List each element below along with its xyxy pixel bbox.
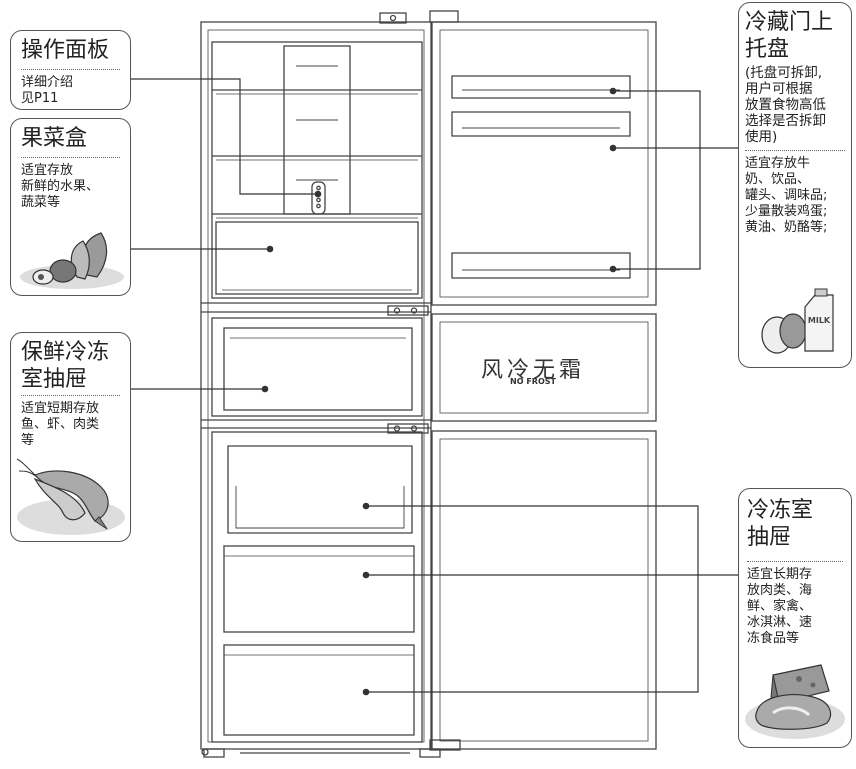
no-frost-logo-cn: 风冷无霜 bbox=[480, 358, 585, 383]
door-shelf bbox=[451, 75, 631, 99]
callout-title: 操作面板 bbox=[21, 38, 110, 63]
callout-door-shelf: 冷藏门上 托盘 (托盘可拆卸, 用户可根据 放置食物高低 选择是否拆卸 使用) … bbox=[738, 2, 852, 368]
freezer-drawer-1 bbox=[227, 445, 413, 534]
callout-fresh-drawer: 保鲜冷冻 室抽屉 适宜短期存放 鱼、虾、肉类 等 bbox=[10, 332, 131, 542]
vegetable-icon bbox=[20, 232, 124, 289]
callout-desc: 适宜长期存 放肉类、海 鲜、家禽、 冰淇淋、速 冻食品等 bbox=[747, 567, 813, 646]
callout-desc: 适宜存放牛 奶、饮品、 罐头、调味品; 少量散装鸡蛋; 黄油、奶酪等; bbox=[745, 156, 828, 235]
fresh-drawer bbox=[223, 327, 413, 411]
door-shelf bbox=[451, 252, 631, 279]
callout-control-panel: 操作面板 详细介绍 见P11 bbox=[10, 30, 131, 110]
door-shelf bbox=[451, 111, 631, 137]
freezer-compartment bbox=[211, 431, 423, 743]
callout-title: 保鲜冷冻 室抽屉 bbox=[21, 340, 110, 392]
callout-desc: 适宜存放 新鲜的水果、 蔬菜等 bbox=[21, 163, 100, 210]
control-panel bbox=[311, 181, 326, 215]
callout-title: 果菜盒 bbox=[21, 126, 88, 151]
freezer-door bbox=[431, 430, 657, 750]
callout-note: (托盘可拆卸, 用户可根据 放置食物高低 选择是否拆卸 使用) bbox=[745, 65, 826, 145]
crisper-drawer bbox=[215, 221, 419, 295]
freezer-drawer-3 bbox=[223, 644, 415, 736]
fridge-compartment bbox=[211, 41, 423, 299]
shrimp-icon bbox=[16, 458, 125, 535]
fresh-door bbox=[431, 313, 657, 422]
callout-freezer-drawer: 冷冻室 抽屉 适宜长期存 放肉类、海 鲜、家禽、 冰淇淋、速 冻食品等 bbox=[738, 488, 852, 748]
milk-eggs-icon: MILK bbox=[761, 288, 834, 354]
callout-desc: 详细介绍 见P11 bbox=[21, 75, 74, 106]
freezer-drawer-2 bbox=[223, 545, 415, 633]
milk-label: MILK bbox=[808, 316, 831, 325]
no-frost-logo-en: NO FROST bbox=[510, 377, 556, 386]
leader-freezer-drawer bbox=[366, 505, 699, 693]
fresh-compartment bbox=[211, 317, 423, 417]
callout-title: 冷冻室 抽屉 bbox=[747, 498, 814, 550]
leader-door-shelf bbox=[613, 90, 701, 270]
callout-crisper: 果菜盒 适宜存放 新鲜的水果、 蔬菜等 bbox=[10, 118, 131, 296]
fridge-body bbox=[200, 21, 432, 750]
meat-cheese-icon bbox=[745, 664, 845, 739]
fridge-door bbox=[431, 21, 657, 306]
callout-title: 冷藏门上 托盘 bbox=[745, 10, 834, 62]
leader-control-panel bbox=[130, 78, 318, 195]
callout-desc: 适宜短期存放 鱼、虾、肉类 等 bbox=[21, 401, 100, 448]
